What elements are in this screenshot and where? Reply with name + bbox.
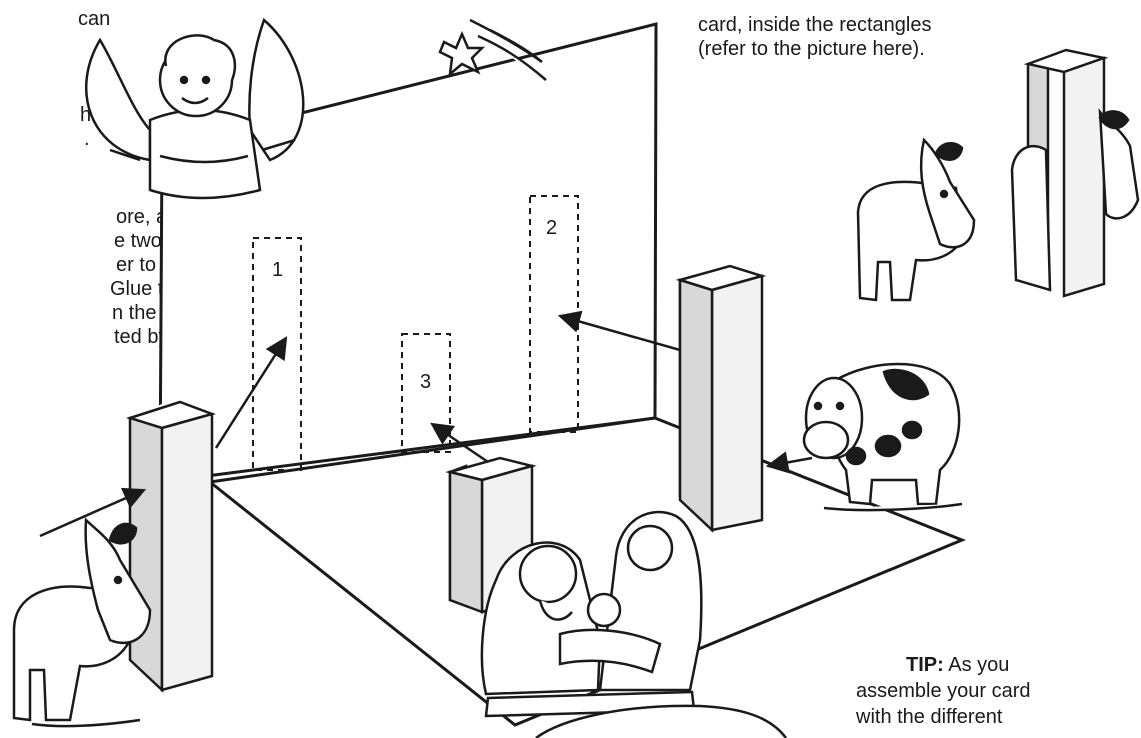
card-floor-panel: [206, 416, 966, 727]
arrow-to-rect-2: [557, 310, 681, 352]
card-back-panel: [158, 22, 658, 484]
tip-label: TIP:: [906, 654, 944, 676]
left-instruction-line: .: [84, 128, 90, 150]
angel-figure: [85, 17, 305, 200]
star-figure: [438, 18, 547, 81]
right-instruction-line: (refer to the picture here).: [698, 38, 925, 60]
arrow-to-rect-1: [214, 336, 288, 449]
arrow-to-rect-3: [430, 422, 489, 464]
tip-text: As you: [943, 654, 1010, 676]
rectangle-number-3: 3: [420, 371, 431, 393]
glue-rectangle-3: [401, 333, 451, 453]
arrow-to-right-box: [765, 451, 813, 474]
right-tall-box: [675, 264, 767, 533]
rectangle-number-2: 2: [546, 217, 557, 239]
tip-line: assemble your card: [856, 680, 1031, 702]
roof-fragment: [535, 704, 788, 738]
rectangle-number-1: 1: [272, 259, 283, 281]
left-donkey-figure: [12, 517, 152, 728]
arrow-to-left-box: [39, 487, 147, 538]
cow-figure: [802, 362, 963, 512]
glue-rectangle-1: [252, 237, 302, 471]
example-donkey-figure: [856, 108, 1140, 302]
right-instruction-line: card, inside the rectangles: [698, 14, 932, 36]
left-instruction-line: can: [78, 8, 111, 30]
tip-line: with the different: [856, 706, 1003, 728]
holy-family-figure: [480, 510, 703, 718]
left-tall-box: [125, 400, 217, 693]
tip-line: TIP: As you: [906, 654, 1009, 676]
